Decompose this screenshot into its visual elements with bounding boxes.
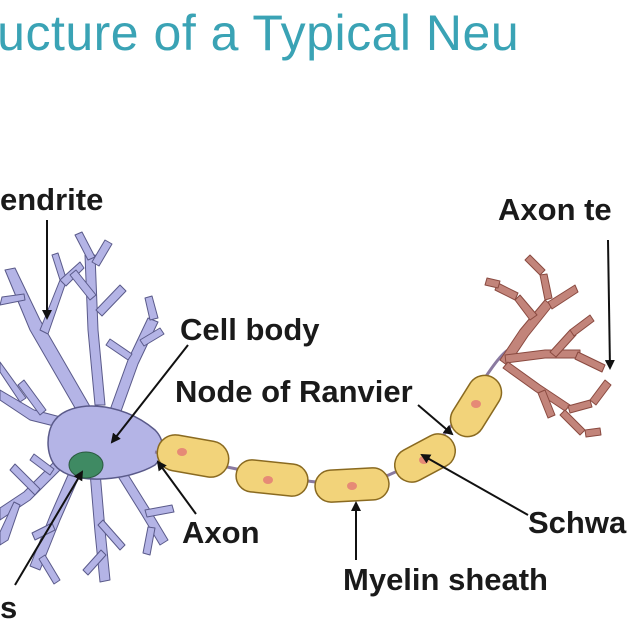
myelin-segment: [156, 434, 230, 478]
axon-arrow: [156, 460, 197, 515]
label-nucleus: s: [0, 590, 18, 625]
schwann-cell-arrow: [420, 454, 529, 516]
node-of-ranvier-arrow: [417, 404, 454, 436]
diagram-title: ructure of a Typical Neu: [0, 5, 520, 61]
label-axon-terminal: Axon te: [498, 192, 612, 227]
label-schwann-cell: Schwa: [528, 505, 627, 540]
cell-body-arrow: [110, 344, 189, 444]
nucleus-arrow: [14, 470, 84, 586]
label-cell-body: Cell body: [180, 312, 320, 347]
label-axon: Axon: [182, 515, 260, 550]
axon-terminal-arrow: [604, 239, 615, 370]
label-myelin-sheath: Myelin sheath: [343, 562, 548, 597]
label-node-of-ranvier: Node of Ranvier: [175, 374, 413, 409]
label-dendrite: endrite: [0, 182, 104, 217]
axon-terminals: [484, 254, 612, 438]
pointer-arrows: [14, 220, 615, 586]
nucleus-shape: [68, 451, 104, 479]
cell-body-shape: [47, 405, 164, 480]
